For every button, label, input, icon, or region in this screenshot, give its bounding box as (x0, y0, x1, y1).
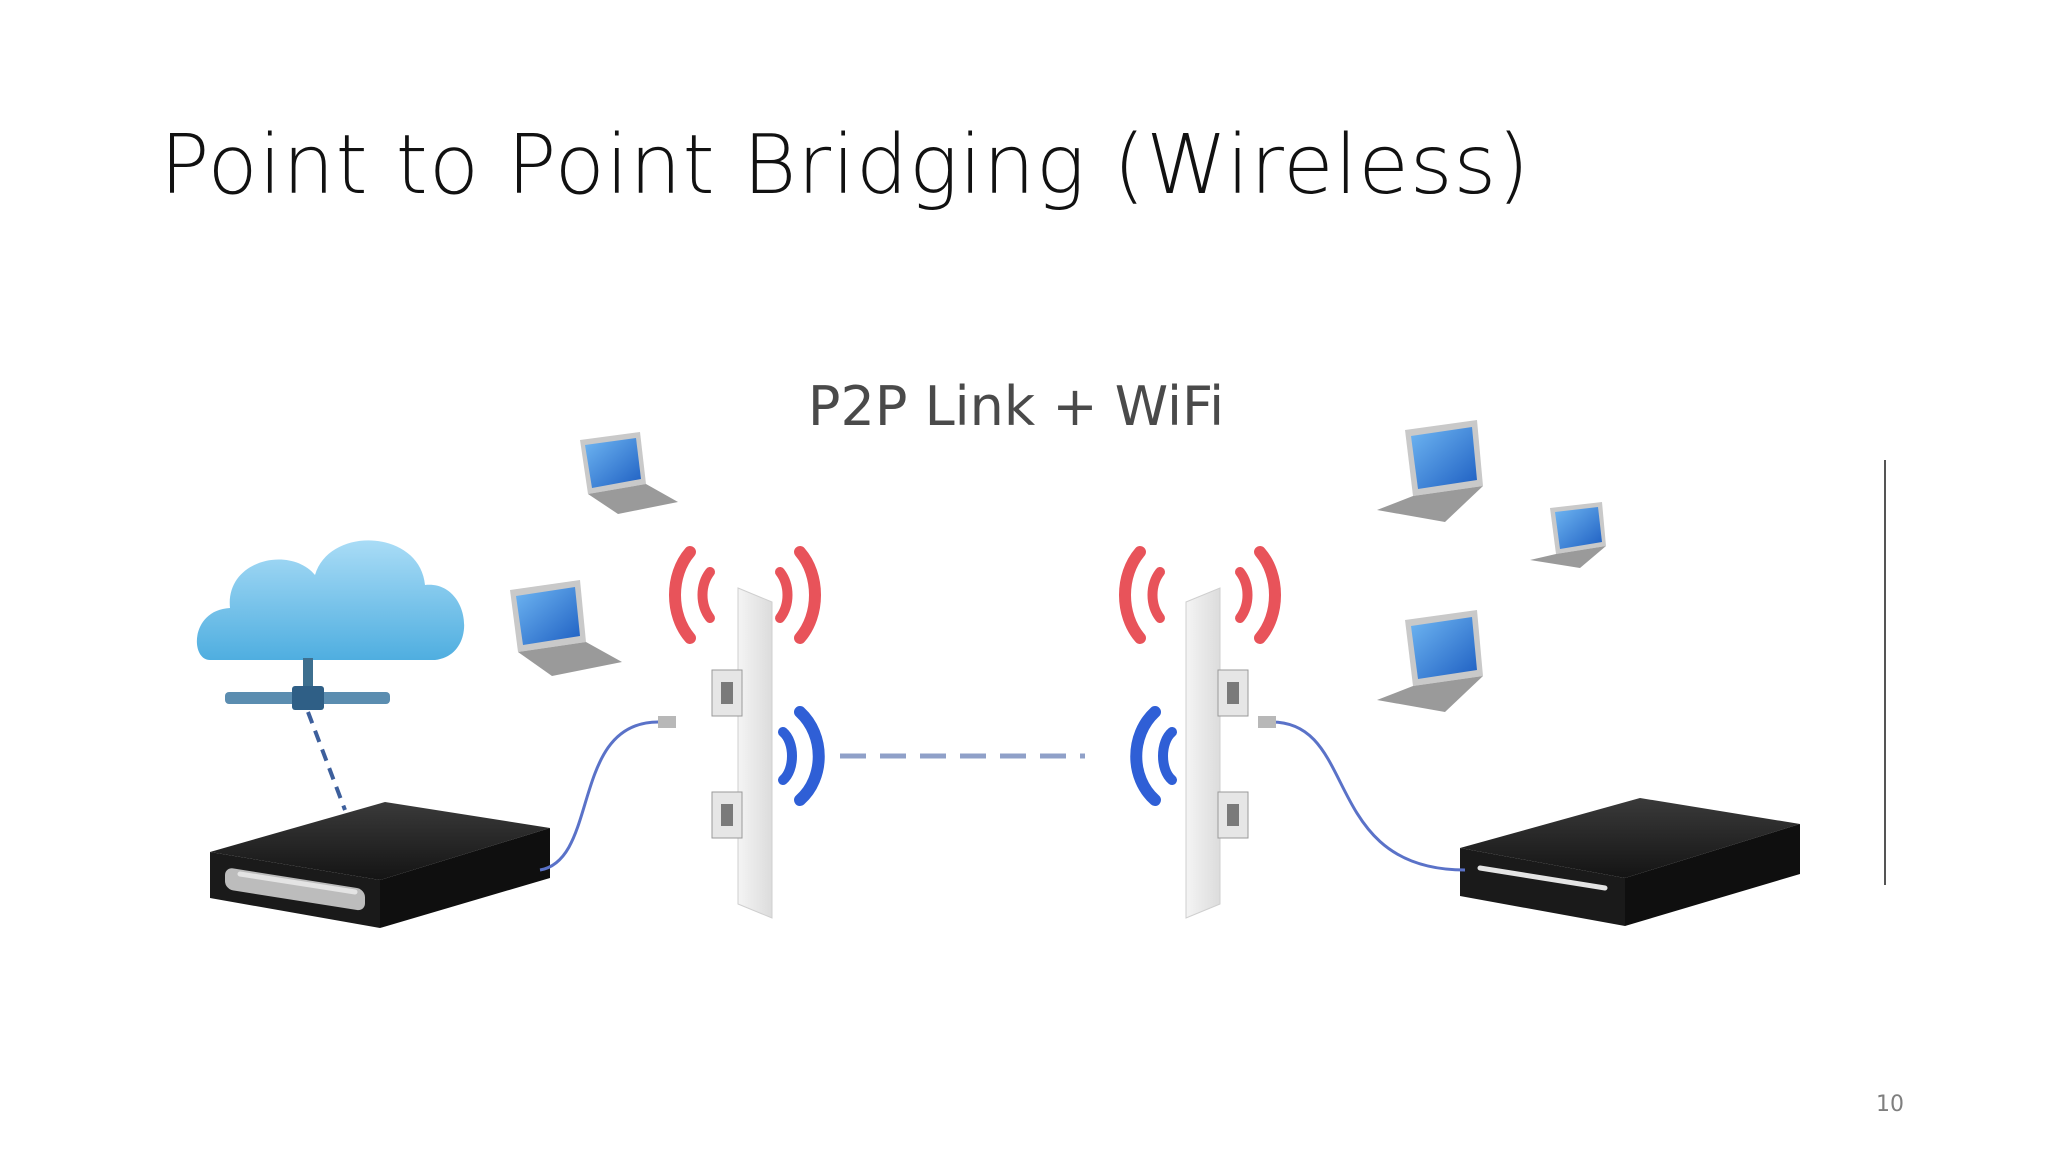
router-left-icon (210, 802, 550, 928)
wifi-signal-right-icon (1119, 546, 1281, 644)
laptop-icon (510, 580, 622, 676)
wifi-signal-left-icon (669, 546, 821, 644)
laptop-icon (1377, 420, 1483, 522)
laptop-icon (580, 432, 678, 514)
slide-title: Point to Point Bridging (Wireless) (160, 118, 1531, 213)
cable-right (1269, 720, 1466, 872)
access-point-right-icon (1185, 587, 1249, 919)
page-number: 10 (1876, 1092, 1904, 1117)
router-right-icon (1460, 798, 1800, 926)
laptop-icon (1530, 502, 1606, 568)
cable-left (539, 720, 661, 872)
link-signal-right-icon (1130, 706, 1177, 806)
diagram-caption: P2P Link + WiFi (807, 375, 1225, 438)
access-point-left-icon (711, 587, 773, 919)
laptop-icon (1377, 610, 1483, 712)
cloud-uplink-line (306, 711, 347, 811)
p2p-diagram (196, 420, 1886, 928)
cloud-icon (196, 540, 465, 710)
link-signal-left-icon (778, 706, 825, 806)
